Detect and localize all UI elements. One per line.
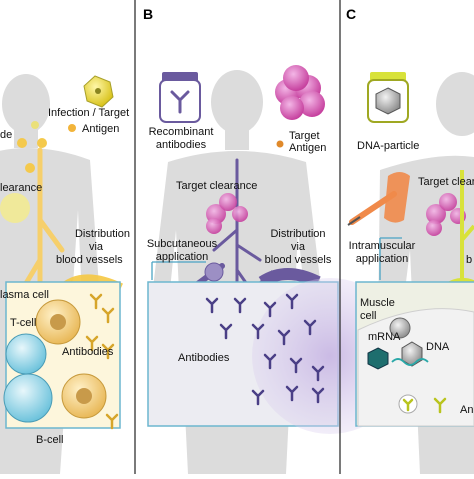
antigen-label: Antigen bbox=[82, 123, 120, 135]
intramuscular-application-label: Intramuscular application bbox=[348, 240, 416, 265]
blood-vessel-b bbox=[212, 158, 262, 332]
injection-site bbox=[384, 172, 410, 223]
antibody-icon bbox=[205, 293, 325, 406]
antibody-icon bbox=[85, 293, 119, 430]
infection-target-label: Infection / Target bbox=[48, 107, 130, 119]
syringe-icon bbox=[347, 191, 397, 226]
dna-label: DNA bbox=[426, 341, 450, 353]
plasma-cell-label: lasma cell bbox=[0, 289, 49, 301]
lymph-node bbox=[25, 163, 35, 173]
antibody-icon bbox=[402, 397, 447, 414]
subcutaneous-application-label: Subcutaneous application bbox=[146, 238, 218, 263]
antigen-icon bbox=[276, 140, 284, 148]
muscle-cell-label: Muscle cell bbox=[360, 297, 395, 322]
b-cell-label: B-cell bbox=[36, 434, 64, 446]
t-cell bbox=[3, 373, 53, 423]
lymph-node-label: de bbox=[0, 129, 13, 141]
recombinant-antibodies-label: Recombinant antibodies bbox=[148, 126, 214, 151]
antibodies-label-b: Antibodies bbox=[178, 352, 230, 364]
target-clearance-label-b: Target clearance bbox=[176, 180, 258, 192]
target-cluster-icon bbox=[275, 65, 325, 120]
lymph-node bbox=[17, 138, 27, 148]
distribution-label-b: Distribution via blood vessels bbox=[264, 228, 332, 266]
muscle-cell bbox=[357, 308, 474, 427]
target-clearance-label-c: Target cleara bbox=[418, 176, 474, 188]
distribution-label-a: Distribution bbox=[74, 228, 130, 240]
lymph-node bbox=[37, 138, 47, 148]
t-cell-label: T-cell bbox=[10, 317, 37, 329]
mrna-strand bbox=[391, 358, 429, 366]
mrna-label: mRNA bbox=[368, 331, 401, 343]
clearance-label: learance bbox=[0, 182, 43, 194]
target-clearance-cells-c bbox=[426, 193, 466, 236]
panel-letter-b: B bbox=[143, 6, 154, 22]
target-clearance-cells-b bbox=[206, 193, 248, 234]
antigen-label-b: Antigen bbox=[289, 142, 327, 154]
panel-c bbox=[347, 72, 474, 474]
antigen-icon bbox=[68, 124, 76, 132]
dna-particle-label: DNA-particle bbox=[357, 140, 420, 152]
panel-letter-c: C bbox=[346, 6, 357, 22]
t-cell bbox=[5, 333, 47, 375]
antibodies-label-a: Antibodies bbox=[62, 346, 114, 358]
lymph-node bbox=[31, 121, 39, 129]
target-label: Target bbox=[289, 130, 320, 142]
dna-particle-icon bbox=[389, 317, 411, 339]
clearance-bubble-a bbox=[0, 193, 30, 223]
distribution-label-c: b bbox=[466, 254, 473, 266]
antibodies-label-c: An bbox=[460, 404, 474, 416]
panel-a bbox=[0, 0, 136, 474]
distribution-vessels-label-a: blood vessels bbox=[56, 254, 123, 266]
distribution-via-label-a: via bbox=[88, 241, 104, 253]
mrna-particle-icon bbox=[367, 347, 389, 370]
